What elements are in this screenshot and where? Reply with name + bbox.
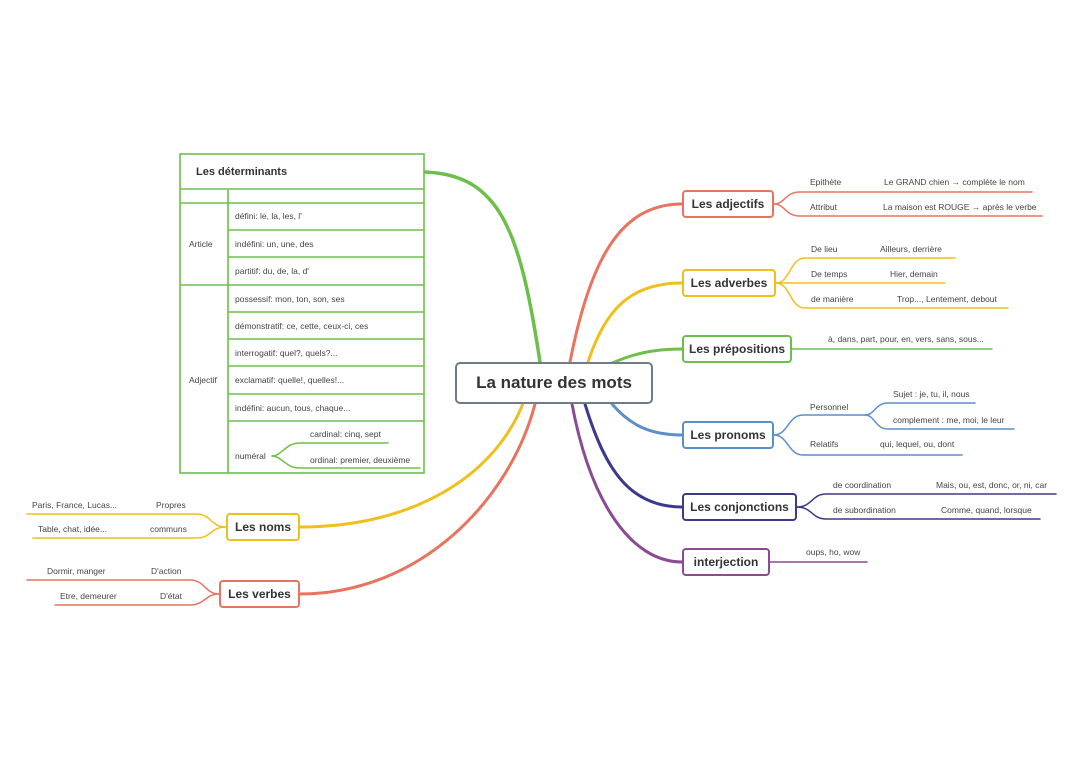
numeral-item: cardinal: cinq, sept (310, 429, 381, 439)
article-row: défini: le, la, les, l' (235, 211, 302, 221)
adjectifs-node[interactable]: Les adjectifs (682, 190, 774, 218)
adjectif-row: exclamatif: quelle!, quelles!... (235, 375, 345, 385)
adjectif-row: indéfini: aucun, tous, chaque... (235, 403, 351, 413)
prepositions-node[interactable]: Les prépositions (682, 335, 792, 363)
branch-line-noms (298, 396, 527, 529)
adjectif-row: possessif: mon, ton, son, ses (235, 294, 345, 304)
adverbes-type: de manière (811, 294, 854, 304)
adjectif-row: interrogatif: quel?, quels?... (235, 348, 338, 358)
noms-examples: Table, chat, idée... (38, 524, 107, 534)
adjectif-label: Adjectif (189, 375, 217, 385)
conjonctions-type: de coordination (833, 480, 892, 490)
numeral-item: ordinal: premier, deuxième (310, 455, 411, 465)
adjectifs-example: La maison est ROUGE → après le verbe (883, 202, 1037, 212)
conjonctions-node[interactable]: Les conjonctions (682, 493, 797, 521)
branch-line-conjonctions (583, 402, 684, 509)
numeral-label: numéral (235, 451, 266, 461)
branch-line-prepositions (608, 347, 684, 366)
interjection-node[interactable]: interjection (682, 548, 770, 576)
central-topic[interactable]: La nature des mots (455, 362, 653, 404)
determinants-table (179, 153, 425, 474)
conjonctions-type: de subordination (833, 505, 896, 515)
branch-line-adjectifs (568, 202, 684, 364)
verbes-examples: Dormir, manger (47, 566, 106, 576)
pronoms-personnel-item: complement : me, moi, le leur (893, 415, 1005, 425)
verbes-node[interactable]: Les verbes (219, 580, 300, 608)
adverbes-examples: Hier, demain (890, 269, 938, 279)
adverbes-examples: Ailleurs, derrière (880, 244, 942, 254)
article-label: Article (189, 239, 213, 249)
pronoms-node[interactable]: Les pronoms (682, 421, 774, 449)
branch-line-determinants (423, 170, 542, 364)
adverbes-node[interactable]: Les adverbes (682, 269, 776, 297)
pronoms-personnel-label: Personnel (810, 402, 849, 412)
noms-examples: Paris, France, Lucas... (32, 500, 118, 510)
verbes-examples: Etre, demeurer (60, 591, 117, 601)
noms-type: communs (150, 524, 187, 534)
adverbes-type: De lieu (811, 244, 838, 254)
adjectifs-type: Attribut (810, 202, 837, 212)
branch-line-pronoms (610, 402, 684, 437)
conjonctions-examples: Comme, quand, lorsque (941, 505, 1032, 515)
verbes-type: D'état (160, 591, 182, 601)
branch-line-interjection (570, 402, 684, 564)
noms-type: Propres (156, 500, 186, 510)
conjonctions-examples: Mais, ou, est, donc, or, ni, car (936, 480, 1048, 490)
determinants-title[interactable]: Les déterminants (196, 166, 288, 178)
branch-line-verbes (298, 402, 537, 596)
adjectifs-example: Le GRAND chien → complète le nom (884, 177, 1025, 187)
adverbes-examples: Trop..., Lentement, debout (897, 294, 997, 304)
verbes-type: D'action (151, 566, 182, 576)
noms-node[interactable]: Les noms (226, 513, 300, 541)
interjection-examples: oups, ho, wow (806, 547, 861, 557)
pronoms-relatifs-examples: qui, lequel, ou, dont (880, 439, 955, 449)
adverbes-type: De temps (811, 269, 848, 279)
pronoms-personnel-item: Sujet : je, tu, il, nous (893, 389, 970, 399)
prepositions-examples: à, dans, part, pour, en, vers, sans, sou… (828, 334, 984, 344)
adjectif-row: démonstratif: ce, cette, ceux-ci, ces (235, 321, 369, 331)
adjectifs-type: Epithète (810, 177, 842, 187)
pronoms-relatifs-label: Relatifs (810, 439, 839, 449)
article-row: indéfini: un, une, des (235, 239, 314, 249)
article-row: partitif: du, de, la, d' (235, 266, 309, 276)
branch-line-adverbes (586, 281, 684, 364)
